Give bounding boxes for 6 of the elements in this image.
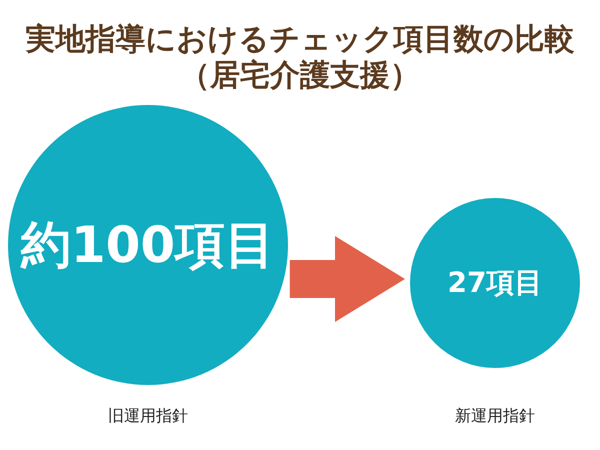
node-label: 新運用指針 xyxy=(454,405,536,427)
count-label: 約100項目 xyxy=(20,214,276,276)
node-label: 旧運用指針 xyxy=(107,405,189,427)
arrow xyxy=(290,236,405,322)
count-label: 27項目 xyxy=(448,265,542,301)
title: 実地指導におけるチェック項目数の比較（居宅介護支援） xyxy=(24,22,576,94)
